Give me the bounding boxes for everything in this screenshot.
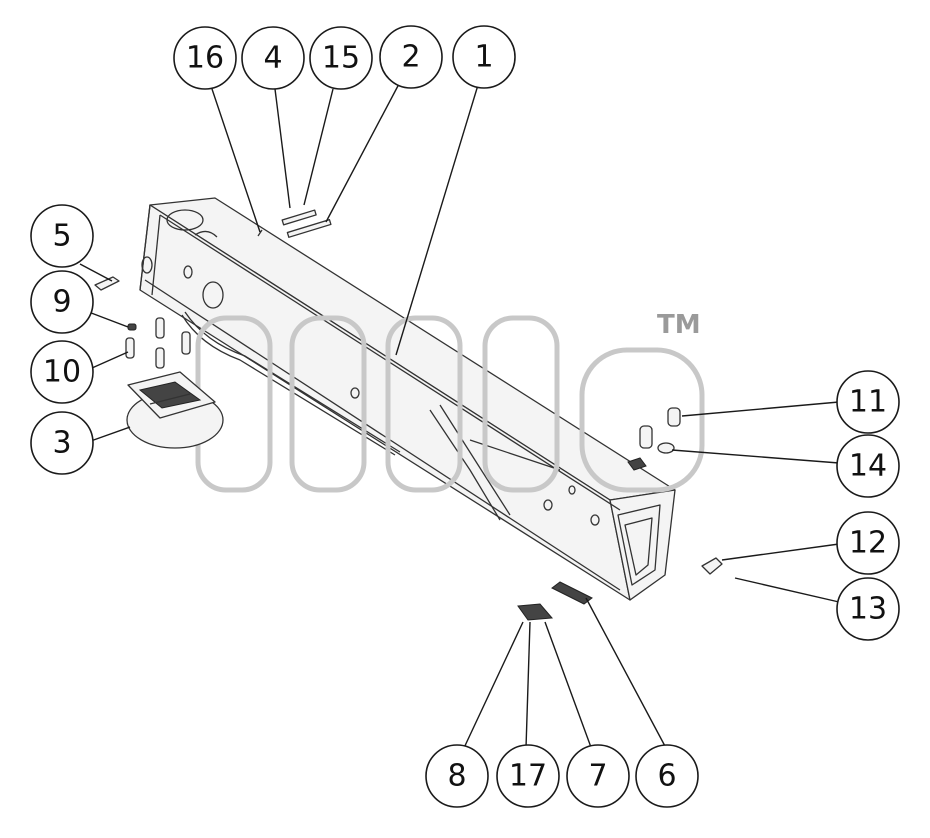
callout-11: 11 bbox=[836, 370, 900, 434]
callout-7: 7 bbox=[566, 744, 630, 808]
callout-label: 17 bbox=[509, 759, 547, 794]
callout-label: 15 bbox=[322, 41, 360, 76]
callout-10: 10 bbox=[30, 340, 94, 404]
callout-label: 4 bbox=[263, 41, 282, 76]
callout-17: 17 bbox=[496, 744, 560, 808]
right-small-parts bbox=[627, 407, 723, 575]
callout-label: 2 bbox=[401, 40, 420, 75]
callout-label: 3 bbox=[52, 426, 71, 461]
slewing-seat-part-3 bbox=[126, 371, 224, 449]
callout-label: 10 bbox=[43, 355, 81, 390]
left-small-parts bbox=[94, 276, 191, 369]
bottom-small-parts bbox=[517, 581, 593, 621]
callout-5: 5 bbox=[30, 204, 94, 268]
callout-9: 9 bbox=[30, 270, 94, 334]
leader-lines bbox=[79, 81, 840, 751]
callout-label: 14 bbox=[849, 449, 887, 484]
callout-label: 8 bbox=[447, 759, 466, 794]
trademark-mark: TM bbox=[657, 310, 701, 340]
callout-6: 6 bbox=[635, 744, 699, 808]
callout-13: 13 bbox=[836, 577, 900, 641]
watermark-logo: TM bbox=[195, 310, 705, 493]
callout-label: 9 bbox=[52, 285, 71, 320]
pins-group-top bbox=[257, 209, 332, 238]
callout-label: 1 bbox=[474, 40, 493, 75]
callout-label: 16 bbox=[186, 41, 224, 76]
callout-2: 2 bbox=[379, 25, 443, 89]
callout-label: 12 bbox=[849, 526, 887, 561]
callout-3: 3 bbox=[30, 411, 94, 475]
callout-label: 13 bbox=[849, 592, 887, 627]
callout-4: 4 bbox=[241, 26, 305, 90]
callout-label: 11 bbox=[849, 385, 887, 420]
callout-12: 12 bbox=[836, 511, 900, 575]
callout-14: 14 bbox=[836, 434, 900, 498]
callout-label: 7 bbox=[588, 759, 607, 794]
callout-label: 6 bbox=[657, 759, 676, 794]
callout-1: 1 bbox=[452, 25, 516, 89]
callout-15: 15 bbox=[309, 26, 373, 90]
callout-16: 16 bbox=[173, 26, 237, 90]
callout-8: 8 bbox=[425, 744, 489, 808]
callout-label: 5 bbox=[52, 219, 71, 254]
main-beam bbox=[139, 197, 676, 601]
